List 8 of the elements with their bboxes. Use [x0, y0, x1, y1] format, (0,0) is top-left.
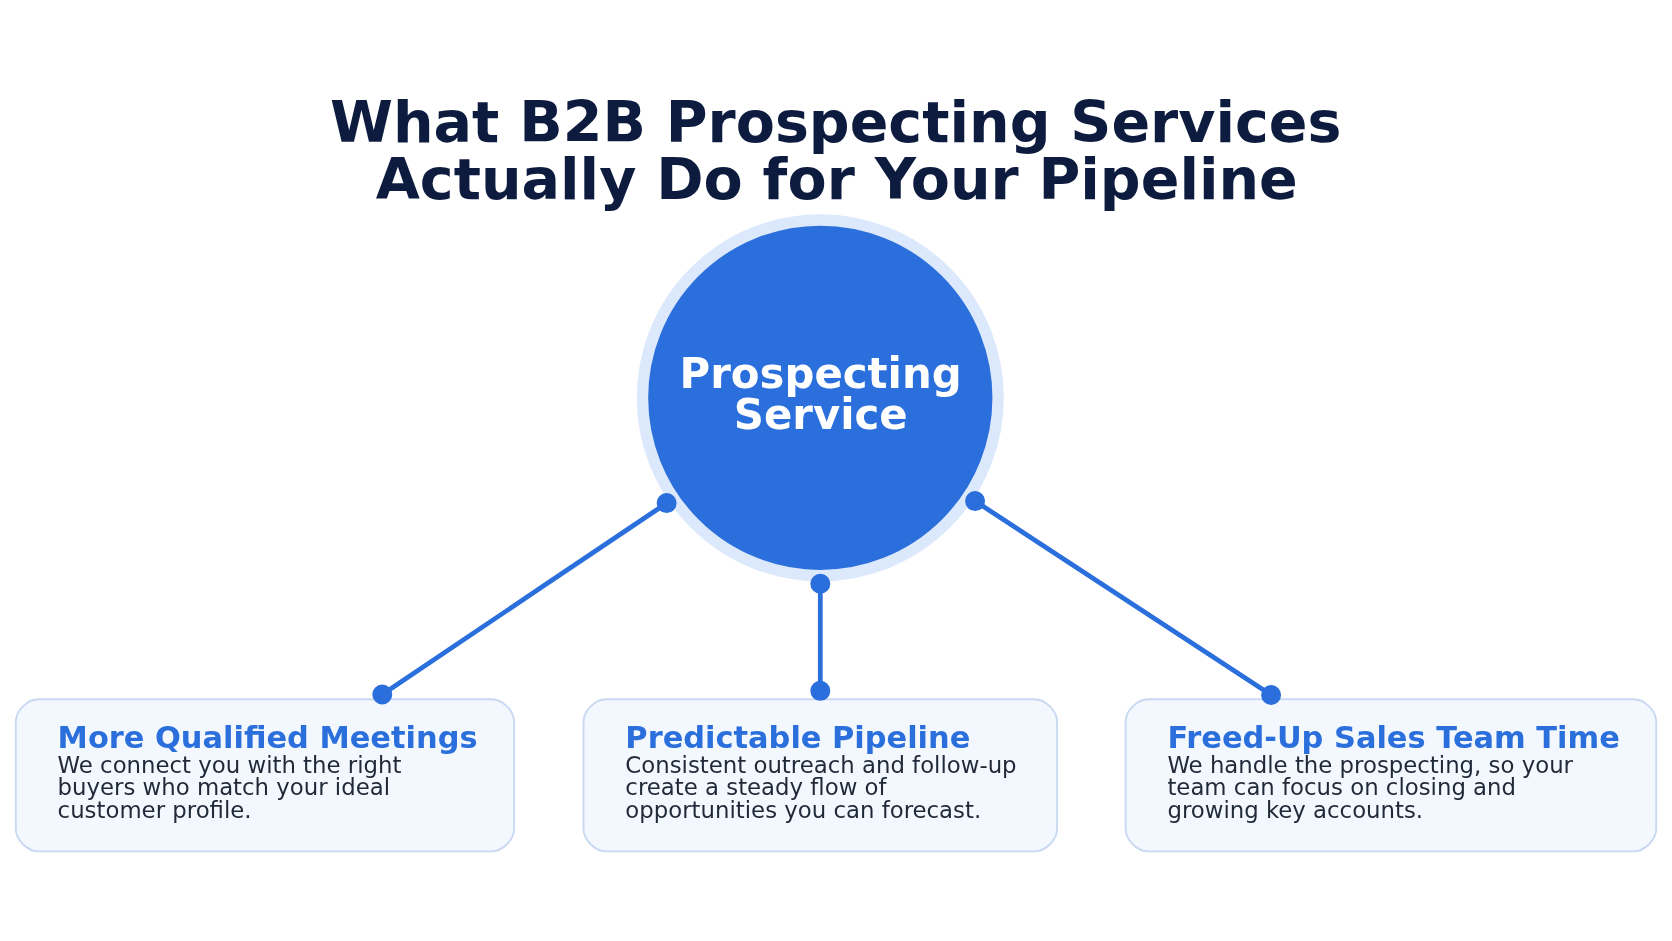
node-box: Freed-Up Sales Team Time We handle the prospecting, so your team can focus on closing and growing key accounts. — [1124, 697, 1658, 852]
node-box: Predictable Pipeline Consistent outreach and follow-up create a steady flow of opportunities you can forecast. — [582, 697, 1059, 852]
connector — [965, 490, 1282, 705]
connector — [810, 573, 831, 701]
node-box: More Qualified Meetings We connect you with the right buyers who match your ideal customer profile. — [14, 697, 516, 852]
node-circle: Prospecting Service — [636, 213, 1004, 581]
connector — [372, 492, 677, 704]
diagram-title: What B2B Prospecting Services Actually Do for Your Pipeline — [330, 88, 1342, 212]
